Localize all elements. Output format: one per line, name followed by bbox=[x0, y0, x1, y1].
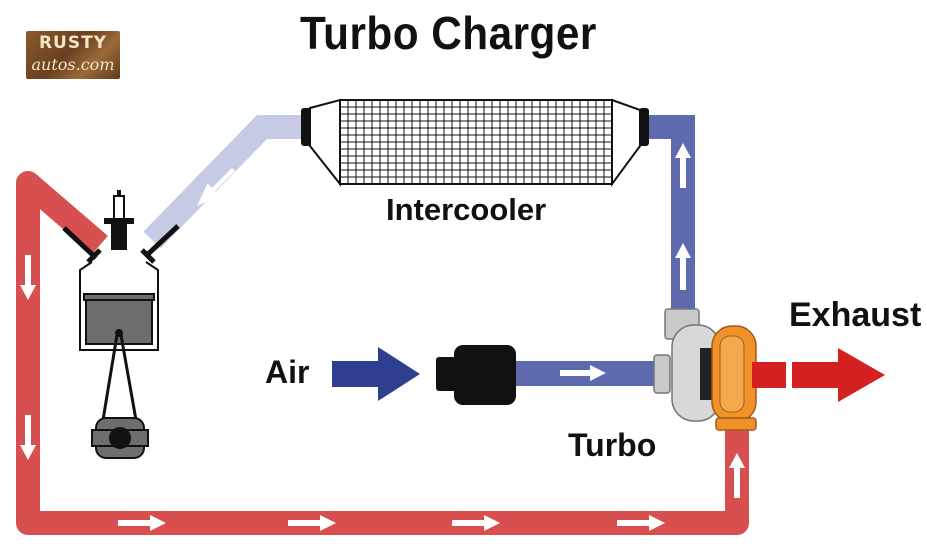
intercooler-right-clamp bbox=[639, 108, 649, 146]
exhaust-label: Exhaust bbox=[789, 296, 922, 334]
air-label: Air bbox=[265, 354, 310, 390]
spark-plug-base bbox=[111, 224, 127, 250]
turbo-label: Turbo bbox=[568, 427, 657, 463]
intercooler-label: Intercooler bbox=[386, 192, 547, 227]
connecting-rod bbox=[101, 334, 138, 421]
flow-arrow-right-icon bbox=[452, 515, 500, 531]
flow-arrow-up-icon bbox=[729, 453, 745, 498]
flow-arrow-right-icon bbox=[560, 365, 606, 381]
turbine-outlet bbox=[752, 362, 786, 388]
air-inlet-arrow-icon bbox=[332, 347, 420, 401]
flow-arrow-right-icon bbox=[617, 515, 665, 531]
pressurized-air-pipe bbox=[640, 115, 695, 312]
intercooler-left-clamp bbox=[301, 108, 311, 146]
air-filter bbox=[436, 345, 516, 405]
intercooler-left-tank bbox=[309, 98, 341, 187]
air-filter-body bbox=[454, 345, 516, 405]
turbine-wastegate bbox=[719, 335, 745, 413]
crankshaft-journal bbox=[109, 427, 131, 449]
cylinder-wall bbox=[79, 261, 159, 351]
intercooler bbox=[301, 98, 649, 188]
cooled-air-pipe bbox=[143, 115, 305, 249]
engine bbox=[62, 190, 180, 459]
spark-plug-tip bbox=[117, 190, 121, 197]
intercooler-grid bbox=[340, 100, 612, 184]
diagram-title: Turbo Charger bbox=[300, 7, 597, 59]
intercooler-right-tank bbox=[611, 98, 641, 188]
air-filter-inlet bbox=[436, 357, 458, 391]
exhaust-flow-arrows bbox=[20, 255, 745, 531]
logo-line-1: RUSTY bbox=[38, 33, 108, 53]
flow-arrow-down-left-icon bbox=[196, 167, 236, 207]
exhaust-valve bbox=[140, 224, 180, 264]
piston-ring bbox=[83, 293, 155, 301]
flow-arrow-down-icon bbox=[20, 255, 36, 300]
compressor-inlet bbox=[653, 354, 671, 394]
turbine-inlet-flange bbox=[715, 417, 757, 431]
logo-line-2: autos.com bbox=[31, 55, 115, 74]
exhaust-outlet-arrow-icon bbox=[792, 348, 885, 402]
flow-arrow-right-icon bbox=[118, 515, 166, 531]
rusty-autos-logo: RUSTY autos.com bbox=[26, 31, 120, 79]
flow-arrow-down-icon bbox=[20, 415, 36, 460]
spark-plug-body bbox=[104, 218, 134, 224]
flow-arrow-up-icon bbox=[675, 243, 691, 290]
turbocharger bbox=[653, 308, 786, 431]
intake-valve bbox=[62, 226, 102, 264]
flow-arrow-up-icon bbox=[675, 143, 691, 188]
flow-arrow-right-icon bbox=[288, 515, 336, 531]
pressurized-flow-arrows bbox=[560, 143, 691, 381]
